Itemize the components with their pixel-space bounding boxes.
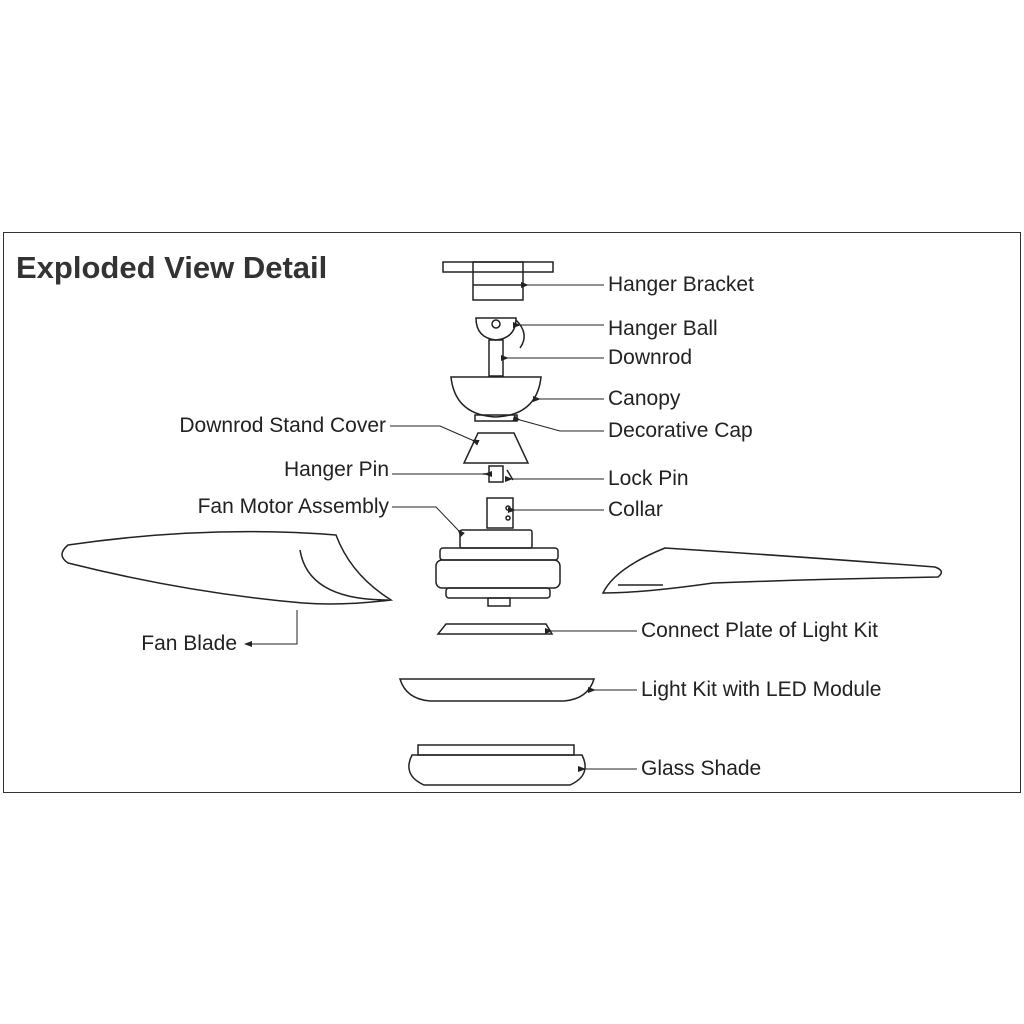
collar-part — [486, 497, 514, 529]
label-canopy: Canopy — [608, 387, 681, 410]
label-decorative-cap: Decorative Cap — [608, 419, 753, 442]
glass-shade-part — [408, 744, 586, 786]
label-fan-blade: Fan Blade — [141, 632, 237, 655]
connect-plate-part — [436, 623, 554, 635]
downrod-stand-cover-part — [462, 432, 530, 464]
diagram-title: Exploded View Detail — [16, 250, 328, 285]
hanger-bracket-part — [442, 261, 554, 301]
fan-blade-left-part — [61, 530, 394, 605]
hanger-ball-part — [475, 317, 525, 349]
light-kit-part — [398, 678, 596, 702]
label-lock-pin: Lock Pin — [608, 467, 689, 490]
label-fan-motor-assembly: Fan Motor Assembly — [197, 495, 389, 518]
pins-part — [483, 465, 514, 483]
fan-motor-part — [435, 529, 561, 607]
label-downrod: Downrod — [608, 346, 693, 369]
downrod-part — [488, 339, 504, 377]
fan-blade-leader — [244, 610, 298, 647]
label-downrod-stand-cover: Downrod Stand Cover — [179, 414, 386, 437]
label-light-kit: Light Kit with LED Module — [641, 678, 882, 701]
label-hanger-pin: Hanger Pin — [283, 458, 389, 481]
label-hanger-ball: Hanger Ball — [608, 317, 718, 340]
label-connect-plate: Connect Plate of Light Kit — [641, 619, 878, 642]
diagram-frame — [3, 232, 1021, 793]
label-collar: Collar — [608, 498, 663, 521]
label-glass-shade: Glass Shade — [641, 757, 762, 780]
canopy-part — [450, 376, 542, 422]
label-hanger-bracket: Hanger Bracket — [608, 273, 754, 296]
fan-blade-right-part — [601, 547, 943, 594]
leader-lines — [390, 282, 637, 772]
